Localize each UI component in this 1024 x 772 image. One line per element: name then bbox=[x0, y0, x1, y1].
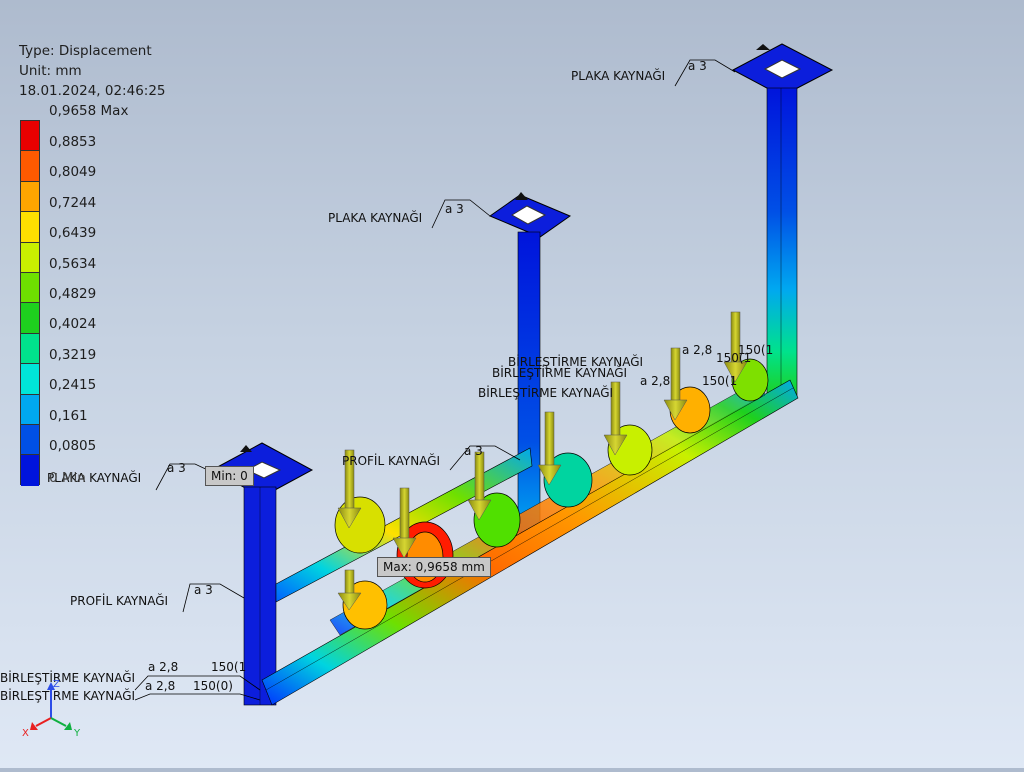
weld-label-joint-left-1: BİRLEŞTİRME KAYNAĞI bbox=[0, 670, 135, 685]
color-band bbox=[21, 121, 39, 152]
weld-length-joint-left-2: 150(0) bbox=[193, 679, 233, 693]
weld-length-joint-3: 150(1 bbox=[702, 374, 737, 388]
legend-min-label: 0 Min bbox=[49, 470, 86, 486]
weld-size-profile-left: a 3 bbox=[194, 583, 213, 597]
weld-label-profile-left: PROFİL KAYNAĞI bbox=[70, 593, 168, 608]
weld-size-joint-2: a 2,8 bbox=[640, 374, 670, 388]
weld-callouts bbox=[134, 59, 736, 701]
triad-y-label: Y bbox=[73, 728, 81, 738]
color-band bbox=[21, 272, 39, 304]
color-band bbox=[21, 455, 39, 486]
max-probe[interactable]: Max: 0,9658 mm bbox=[377, 557, 491, 577]
result-unit: Unit: mm bbox=[19, 63, 82, 79]
weld-size-joint-left-2: a 2,8 bbox=[145, 679, 175, 693]
weld-label-plate-left: PLAKA KAYNAĞI bbox=[47, 470, 141, 485]
legend-value: 0,3219 bbox=[49, 347, 97, 363]
weld-label-profile-mid: PROFİL KAYNAĞI bbox=[342, 453, 440, 468]
legend-value: 0,8049 bbox=[49, 164, 97, 180]
weld-label-plate-middle: PLAKA KAYNAĞI bbox=[328, 210, 422, 225]
load-arrows bbox=[337, 311, 748, 611]
top-plate-right bbox=[731, 43, 834, 97]
weld-length-joint-2: 150(1 bbox=[716, 351, 751, 365]
legend-value: 0,7244 bbox=[49, 195, 97, 211]
legend-value: 0,6439 bbox=[49, 225, 97, 241]
color-band bbox=[21, 212, 39, 243]
column-middle bbox=[517, 231, 541, 533]
weld-size-plate-right: a 3 bbox=[688, 59, 707, 73]
view-triad[interactable]: Z X Y bbox=[18, 676, 88, 738]
color-band bbox=[21, 181, 39, 213]
column-left bbox=[243, 486, 277, 706]
legend-value: 0,161 bbox=[49, 408, 88, 424]
legend-max-label: 0,9658 Max bbox=[49, 103, 129, 119]
color-band bbox=[21, 303, 39, 334]
weld-label-joint-left-2: BİRLEŞTİRME KAYNAĞI bbox=[0, 688, 135, 703]
weld-label-joint-3: BİRLEŞTİRME KAYNAĞI bbox=[478, 385, 613, 400]
color-scale-bar bbox=[20, 120, 40, 486]
weld-label-joint-1: BİRLEŞTİRME KAYNAĞI bbox=[508, 354, 643, 369]
color-band bbox=[21, 364, 39, 395]
result-type: Type: Displacement bbox=[19, 43, 152, 59]
legend-value: 0,5634 bbox=[49, 256, 97, 272]
triad-z-label: Z bbox=[53, 679, 60, 690]
legend-value: 0,2415 bbox=[49, 377, 97, 393]
triad-x-label: X bbox=[22, 728, 29, 738]
weld-label-joint-2: BİRLEŞTİRME KAYNAĞI bbox=[492, 365, 627, 380]
weld-size-joint-1: a 2,8 bbox=[682, 343, 712, 357]
result-timestamp: 18.01.2024, 02:46:25 bbox=[19, 83, 166, 99]
legend-value: 0,0805 bbox=[49, 438, 97, 454]
weld-size-joint-left-1: a 2,8 bbox=[148, 660, 178, 674]
weld-length-joint-1: 150(1 bbox=[738, 343, 773, 357]
color-band bbox=[21, 394, 39, 425]
weld-size-plate-middle: a 3 bbox=[445, 202, 464, 216]
legend-value: 0,4829 bbox=[49, 286, 97, 302]
color-band bbox=[21, 333, 39, 365]
legend-value: 0,4024 bbox=[49, 316, 97, 332]
weld-size-plate-left: a 3 bbox=[167, 461, 186, 475]
color-band bbox=[21, 242, 39, 273]
weld-length-joint-left-1: 150(1 bbox=[211, 660, 246, 674]
min-probe[interactable]: Min: 0 bbox=[205, 466, 254, 486]
weld-size-profile-mid: a 3 bbox=[464, 444, 483, 458]
color-band bbox=[21, 424, 39, 456]
top-plate-middle bbox=[488, 192, 572, 238]
legend-value: 0,8853 bbox=[49, 134, 97, 150]
weld-label-plate-right: PLAKA KAYNAĞI bbox=[571, 68, 665, 83]
color-band bbox=[21, 151, 39, 182]
column-right bbox=[766, 87, 798, 399]
